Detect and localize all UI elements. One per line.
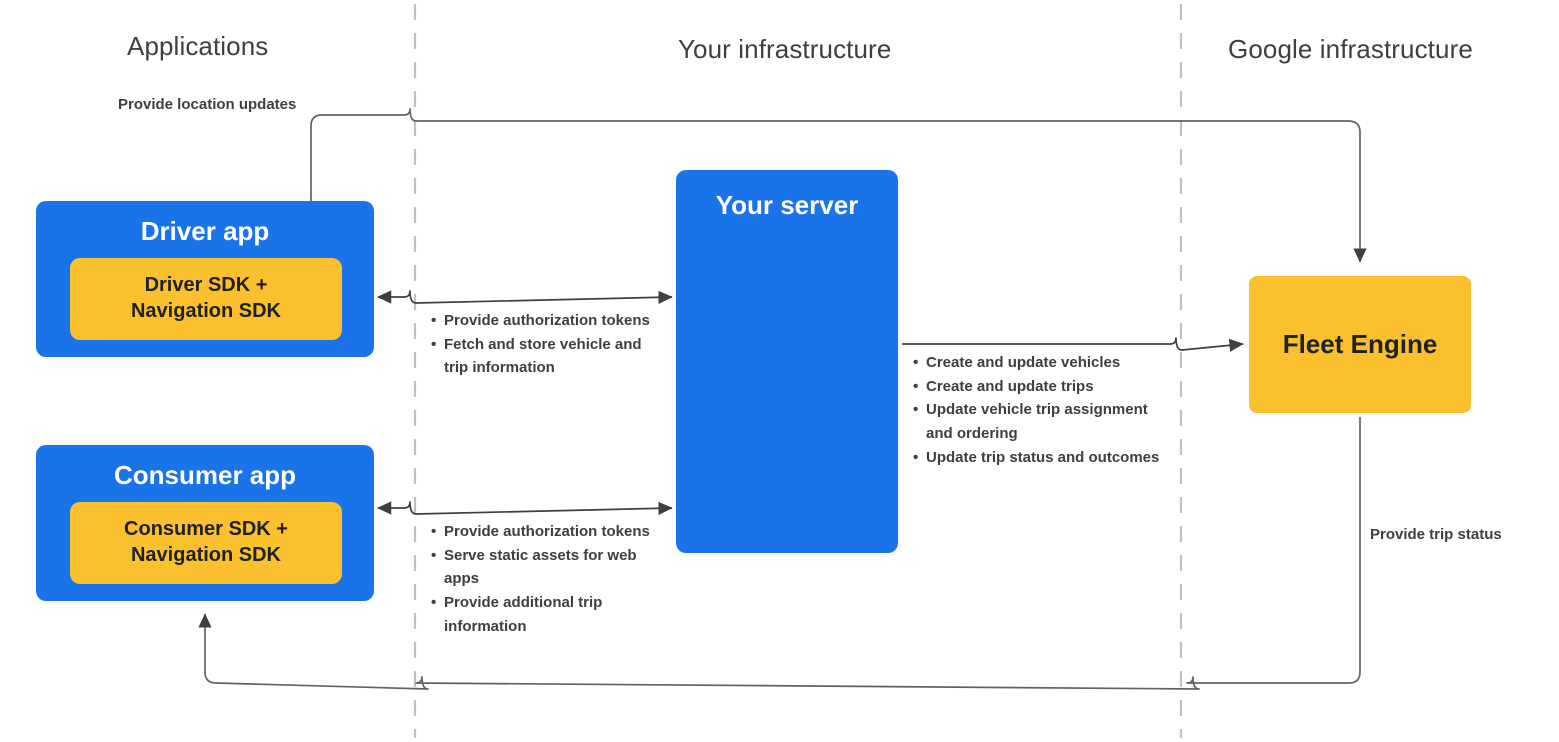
connector-server-fleet-engine <box>902 337 1244 352</box>
bullet-list-server-to-fleet-engine: Create and update vehiclesCreate and upd… <box>913 351 1163 469</box>
bullet-list-consumer-to-server: Provide authorization tokensServe static… <box>431 520 656 638</box>
bullet-item: Create and update trips <box>913 375 1163 399</box>
node-driver-app[interactable]: Driver app Driver SDK + Navigation SDK <box>36 201 374 357</box>
connector-driver-to-fleet-engine <box>310 108 1367 275</box>
node-consumer-sdk[interactable]: Consumer SDK + Navigation SDK <box>70 502 342 584</box>
driver-app-title: Driver app <box>140 216 270 246</box>
bullet-list-driver-to-server: Provide authorization tokensFetch and st… <box>431 309 656 380</box>
column-heading-applications: Applications <box>127 31 269 61</box>
bullet-item: Create and update vehicles <box>913 351 1163 375</box>
consumer-sdk-label-line1: Consumer SDK + <box>124 518 288 541</box>
bullet-item: Update trip status and outcomes <box>913 446 1163 470</box>
your-server-title: Your server <box>715 190 859 220</box>
column-heading-your-infrastructure: Your infrastructure <box>678 34 892 64</box>
driver-sdk-label-line1: Driver SDK + <box>144 274 268 297</box>
column-heading-google-infrastructure: Google infrastructure <box>1228 34 1473 64</box>
node-your-server[interactable]: Your server <box>676 170 898 553</box>
consumer-sdk-label-line2: Navigation SDK <box>130 544 282 566</box>
bullet-item: Provide authorization tokens <box>431 520 656 544</box>
connector-consumer-server <box>376 501 673 515</box>
node-consumer-app[interactable]: Consumer app Consumer SDK + Navigation S… <box>36 445 374 601</box>
node-driver-sdk[interactable]: Driver SDK + Navigation SDK <box>70 258 342 340</box>
bullet-item: Serve static assets for web apps <box>431 544 656 591</box>
connector-fleet-engine-to-consumer <box>198 417 1361 690</box>
edge-label-provide-location-updates: Provide location updates <box>118 96 297 113</box>
fleet-engine-title: Fleet Engine <box>1282 329 1438 359</box>
bullet-item: Fetch and store vehicle and trip informa… <box>431 333 656 380</box>
driver-sdk-label-line2: Navigation SDK <box>130 300 282 322</box>
bullet-item: Provide additional trip information <box>431 591 656 638</box>
consumer-app-title: Consumer app <box>113 460 297 490</box>
bullet-item: Provide authorization tokens <box>431 309 656 333</box>
driver-sdk-label: Driver SDK + Navigation SDK <box>131 273 281 324</box>
edge-label-provide-trip-status: Provide trip status <box>1370 526 1502 543</box>
consumer-sdk-label: Consumer SDK + Navigation SDK <box>124 517 288 568</box>
node-fleet-engine[interactable]: Fleet Engine <box>1249 276 1471 413</box>
connector-driver-server <box>376 290 673 304</box>
bullet-item: Update vehicle trip assignment and order… <box>913 398 1163 445</box>
